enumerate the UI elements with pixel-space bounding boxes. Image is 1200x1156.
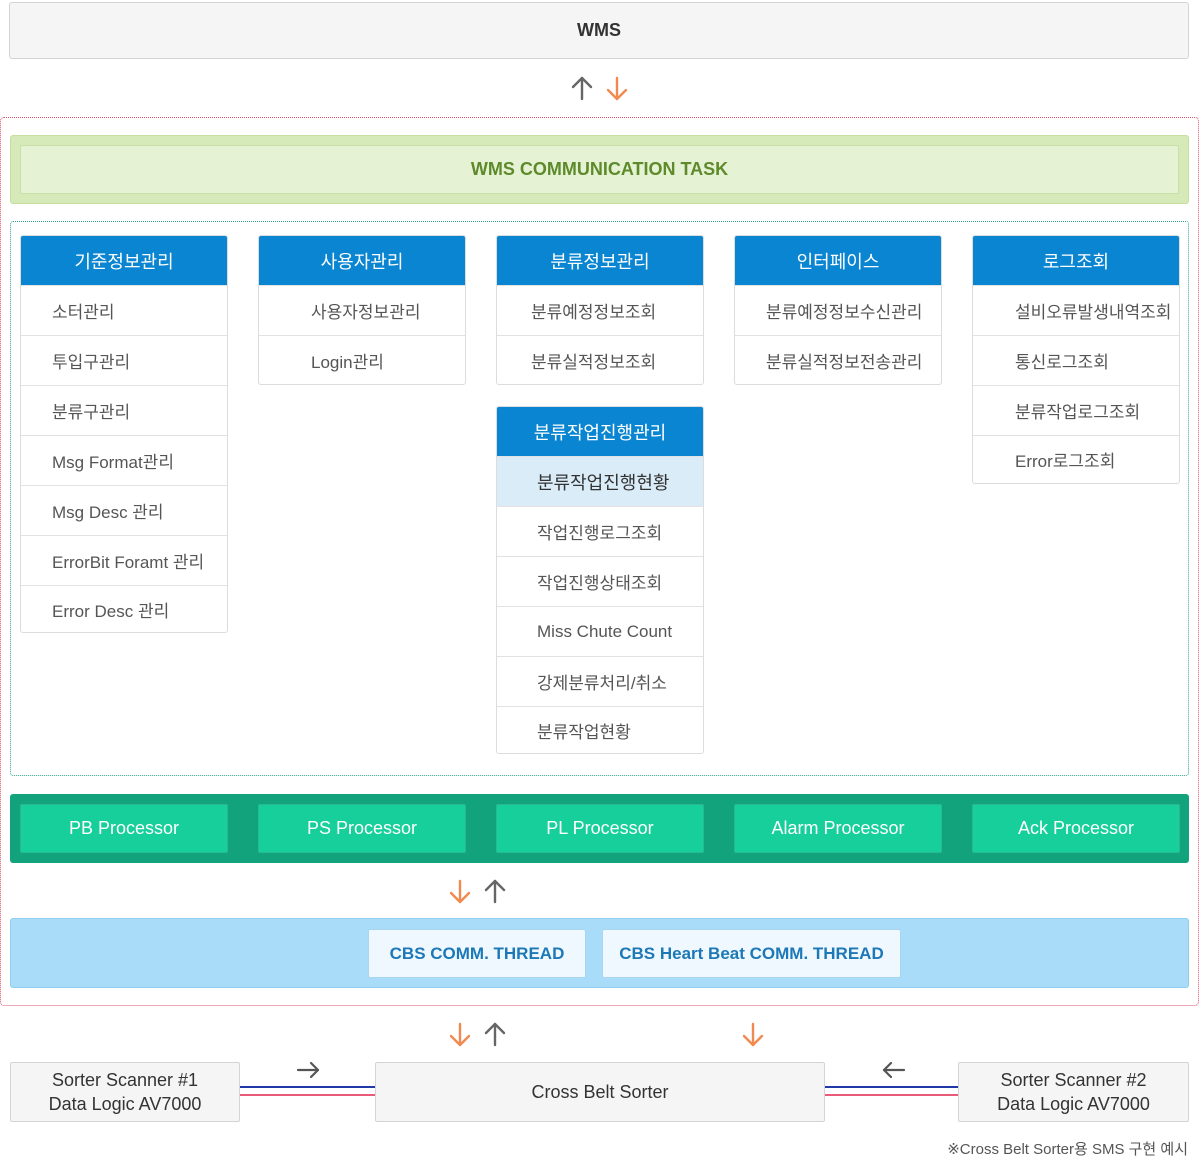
scanner-1-name: Sorter Scanner #1 (51, 1070, 199, 1090)
menu-item[interactable]: 투입구관리 (21, 335, 227, 385)
processor-button[interactable]: Alarm Processor (734, 804, 942, 853)
column-header: 로그조회 (973, 236, 1179, 285)
column-header: 인터페이스 (735, 236, 941, 285)
comm-task-label: WMS COMMUNICATION TASK (470, 159, 729, 179)
menu-item[interactable]: Msg Format관리 (21, 435, 227, 485)
up-arrow-icon (484, 879, 506, 904)
cbs-thread-area (10, 918, 1189, 988)
down-arrow-icon (449, 1022, 471, 1047)
menu-item[interactable]: 통신로그조회 (973, 335, 1179, 385)
wms-box: WMS (9, 2, 1189, 59)
processor-button[interactable]: PL Processor (496, 804, 704, 853)
column-header: 분류작업진행관리 (497, 407, 703, 456)
scanner-1-model: Data Logic AV7000 (48, 1094, 202, 1114)
cross-belt-sorter: Cross Belt Sorter (375, 1062, 825, 1122)
menu-item[interactable]: 분류작업로그조회 (973, 385, 1179, 435)
column-header: 분류정보관리 (497, 236, 703, 285)
comm-task-box: WMS COMMUNICATION TASK (20, 145, 1179, 194)
down-arrow-icon (449, 879, 471, 904)
down-arrow-icon (606, 76, 628, 101)
menu-item[interactable]: 분류실적정보전송관리 (735, 335, 941, 384)
menu-item[interactable]: Error로그조회 (973, 435, 1179, 483)
menu-item[interactable]: 분류작업현황 (497, 706, 703, 753)
processor-cbs-arrows (449, 879, 506, 904)
menu-item[interactable]: ErrorBit Foramt 관리 (21, 535, 227, 585)
wms-exchange-arrows (571, 76, 628, 101)
menu-item[interactable]: 작업진행로그조회 (497, 506, 703, 556)
heartbeat-down-arrow-icon (742, 1022, 764, 1047)
column-header: 사용자관리 (259, 236, 465, 285)
right-arrow-icon (296, 1061, 320, 1079)
wms-label: WMS (577, 20, 621, 40)
menu-item[interactable]: 소터관리 (21, 285, 227, 335)
menu-item[interactable]: 강제분류처리/취소 (497, 656, 703, 706)
cbs-heartbeat-thread[interactable]: CBS Heart Beat COMM. THREAD (602, 929, 901, 978)
footnote: ※Cross Belt Sorter용 SMS 구현 예시 (947, 1141, 1188, 1156)
menu-column-sort-info: 분류정보관리 분류예정정보조회 분류실적정보조회 (496, 235, 704, 385)
scanner-2-connection (825, 1061, 958, 1096)
sorter-label: Cross Belt Sorter (531, 1082, 669, 1102)
menu-area (10, 221, 1189, 776)
menu-item[interactable]: Login관리 (259, 335, 465, 384)
menu-item[interactable]: 분류예정정보수신관리 (735, 285, 941, 335)
menu-column-log: 로그조회 설비오류발생내역조회 통신로그조회 분류작업로그조회 Error로그조… (972, 235, 1180, 484)
sorter-scanner-1: Sorter Scanner #1 Data Logic AV7000 (10, 1062, 240, 1122)
processor-button[interactable]: Ack Processor (972, 804, 1180, 853)
up-arrow-icon (571, 76, 593, 101)
menu-item[interactable]: 작업진행상태조회 (497, 556, 703, 606)
menu-item[interactable]: Error Desc 관리 (21, 585, 227, 632)
menu-item[interactable]: Msg Desc 관리 (21, 485, 227, 535)
processor-button[interactable]: PB Processor (20, 804, 228, 853)
left-arrow-icon (882, 1061, 906, 1079)
menu-item-active[interactable]: 분류작업진행현황 (497, 456, 703, 506)
menu-column-interface: 인터페이스 분류예정정보수신관리 분류실적정보전송관리 (734, 235, 942, 385)
menu-item[interactable]: 분류구관리 (21, 385, 227, 435)
processor-button[interactable]: PS Processor (258, 804, 466, 853)
menu-item[interactable]: 사용자정보관리 (259, 285, 465, 335)
up-arrow-icon (484, 1022, 506, 1047)
sorter-scanner-2: Sorter Scanner #2 Data Logic AV7000 (958, 1062, 1189, 1122)
scanner-2-name: Sorter Scanner #2 (1000, 1070, 1147, 1090)
menu-column-progress: 분류작업진행관리 분류작업진행현황 작업진행로그조회 작업진행상태조회 Miss… (496, 406, 704, 754)
menu-item[interactable]: 설비오류발생내역조회 (973, 285, 1179, 335)
menu-item[interactable]: 분류예정정보조회 (497, 285, 703, 335)
scanner-2-model: Data Logic AV7000 (997, 1094, 1150, 1114)
menu-item[interactable]: 분류실적정보조회 (497, 335, 703, 384)
sms-boundary (0, 117, 1199, 1006)
menu-column-base-info: 기준정보관리 소터관리 투입구관리 분류구관리 Msg Format관리 Msg… (20, 235, 228, 633)
column-header: 기준정보관리 (21, 236, 227, 285)
menu-item[interactable]: Miss Chute Count (497, 606, 703, 656)
menu-column-user: 사용자관리 사용자정보관리 Login관리 (258, 235, 466, 385)
scanner-1-connection (240, 1061, 375, 1096)
cbs-sorter-arrows (449, 1022, 506, 1047)
cbs-comm-thread[interactable]: CBS COMM. THREAD (368, 929, 586, 978)
